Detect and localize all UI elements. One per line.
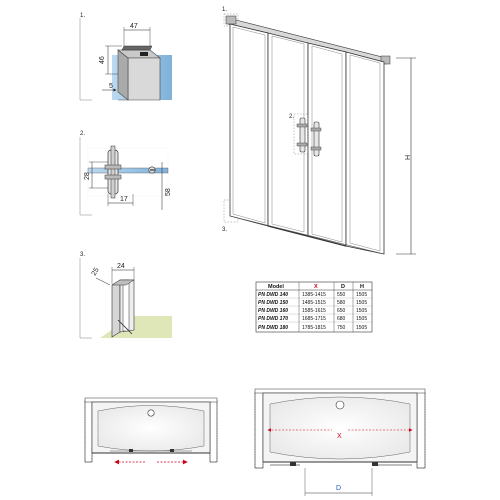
plan-d-label: D [336, 485, 341, 492]
table-cell: PN DWD 150 [258, 300, 288, 306]
dim-width-47: 47 [130, 23, 138, 30]
table-cell: 1585-1615 [302, 308, 326, 314]
table-header-x: X [314, 284, 318, 290]
table-cell: PN DWD 180 [258, 325, 288, 331]
table-cell: PN DWD 160 [258, 308, 288, 314]
handle-detail [87, 145, 169, 199]
table-header-h: H [360, 284, 364, 290]
door-handles [296, 117, 322, 157]
table-cell: 1685-1715 [302, 316, 326, 322]
table-cell: 1385-1415 [302, 292, 326, 298]
table-cell: PN DWD 140 [258, 292, 288, 298]
detail-2: 2. 28 17 58 [79, 131, 172, 216]
detail-3: 3. 24 25 [79, 252, 172, 339]
callout-1: 1. [222, 7, 227, 13]
height-label: H [405, 155, 412, 160]
step-label-1: 1. [80, 13, 85, 19]
dim-17: 17 [120, 196, 128, 203]
callout-2: 2. [289, 114, 294, 120]
detail-1: 1. 47 46 5 [79, 13, 172, 101]
main-door-elevation: 1. 3. 2. [222, 7, 416, 255]
plan-x-label: X [337, 433, 342, 440]
step-label-2: 2. [80, 131, 85, 137]
plan-view-left [84, 397, 218, 465]
table-cell: 1505 [356, 325, 367, 331]
table-cell: 1505 [356, 292, 367, 298]
dim-24: 24 [117, 263, 125, 270]
dim-25: 25 [91, 267, 101, 277]
table-cell: 1505 [356, 300, 367, 306]
size-table: Model X D H PN DWD 140 1385-1415 550 150… [255, 281, 373, 333]
table-header-d: D [341, 284, 345, 290]
callout-3: 3. [222, 227, 227, 233]
dim-28: 28 [84, 172, 91, 180]
top-profile-detail [112, 45, 172, 101]
table-cell: 680 [337, 316, 346, 322]
dim-height-46: 46 [99, 56, 106, 64]
table-cell: 550 [337, 292, 346, 298]
table-cell: 1485-1515 [302, 300, 326, 306]
table-cell: 580 [337, 300, 346, 306]
table-cell: 1505 [356, 308, 367, 314]
table-cell: 1785-1815 [302, 325, 326, 331]
table-cell: 750 [337, 325, 346, 331]
dim-gap-5: 5 [109, 83, 113, 90]
plan-view-right: X D [254, 388, 426, 496]
table-header-model: Model [268, 284, 284, 290]
bottom-profile-detail [100, 279, 172, 338]
table-cell: PN DWD 170 [258, 316, 288, 322]
dim-58: 58 [165, 188, 172, 196]
table-cell: 650 [337, 308, 346, 314]
table-cell: 1505 [356, 316, 367, 322]
step-label-3: 3. [80, 252, 85, 258]
